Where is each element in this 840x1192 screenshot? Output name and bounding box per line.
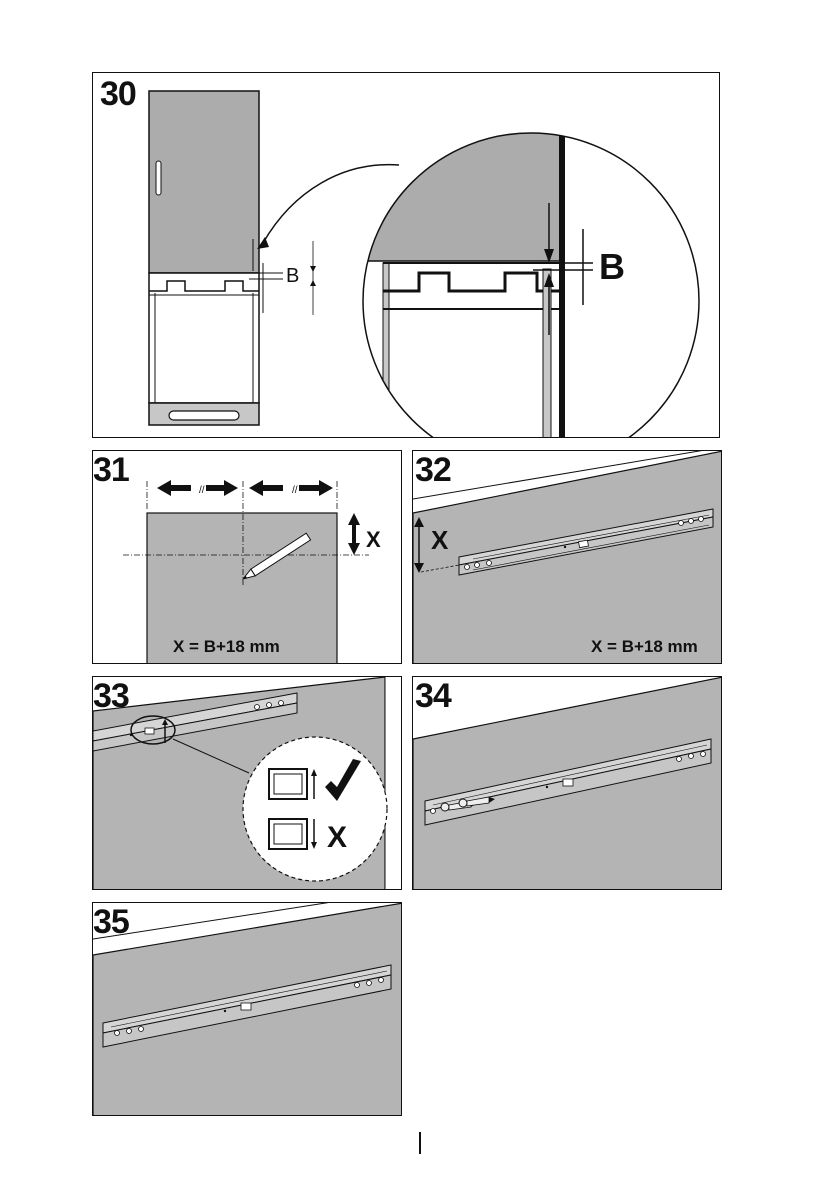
step-31-panel: 31 // // X X = B+18 mm (92, 450, 402, 664)
page-divider (419, 1132, 421, 1154)
step-33-number: 33 (93, 679, 129, 713)
step-30-panel: 30 (92, 72, 720, 438)
step-32-illustration (413, 451, 722, 664)
step-32-caption: X = B+18 mm (591, 637, 698, 657)
zoom-detail (363, 93, 703, 438)
step-35-number: 35 (93, 905, 129, 939)
step-33-panel: 33 X (92, 676, 402, 890)
step-35-panel: 35 (92, 902, 402, 1116)
plinth-grip (169, 411, 239, 420)
step-32-panel: 32 X X = B+18 mm (412, 450, 722, 664)
step-34-illustration (413, 677, 722, 890)
dimension-x: X (366, 529, 381, 551)
wrong-mark: X (327, 823, 347, 853)
step-34-number: 34 (415, 679, 451, 713)
appliance-door (149, 91, 259, 273)
step-31-number: 31 (93, 453, 129, 487)
step-34-panel: 34 (412, 676, 722, 890)
zoom-circle (243, 737, 387, 881)
step-31-caption: X = B+18 mm (173, 637, 280, 657)
step-31-illustration: // // (93, 451, 402, 664)
door-handle-icon (156, 161, 161, 195)
step-30-number: 30 (100, 77, 136, 111)
dimension-b-large: B (599, 249, 625, 285)
step-33-illustration (93, 677, 402, 890)
cabinet-niche (149, 273, 259, 403)
equal-marker: // (199, 485, 205, 496)
step-35-illustration (93, 903, 402, 1116)
dimension-b-small: B (286, 266, 299, 286)
step-30-illustration (93, 73, 720, 438)
dimension-x: X (431, 527, 448, 553)
svg-text://: // (292, 485, 298, 496)
step-32-number: 32 (415, 453, 451, 487)
